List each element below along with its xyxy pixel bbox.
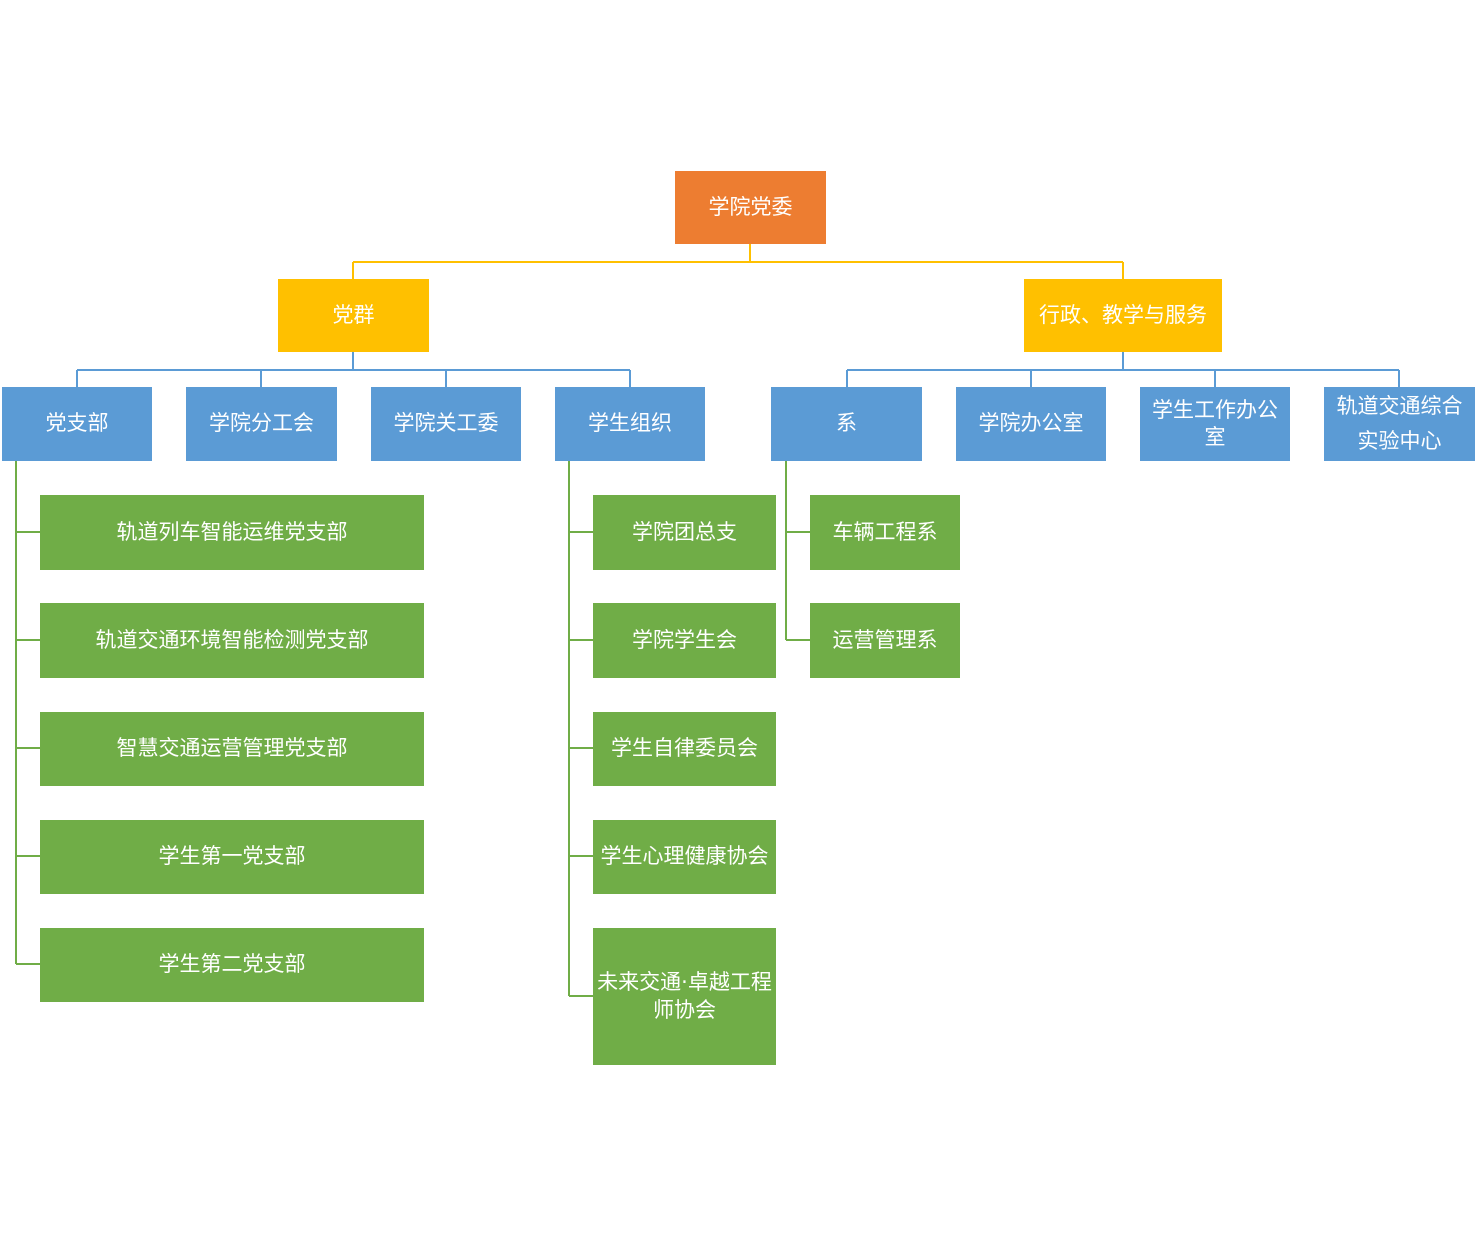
node-branch-student-2: 学生第二党支部 <box>40 928 424 1002</box>
node-future-engineers-association-label: 未来交通·卓越工程 <box>597 970 772 995</box>
node-college-office: 学院办公室 <box>956 387 1106 461</box>
node-branch-student-1: 学生第一党支部 <box>40 820 424 894</box>
node-youth-league: 学院团总支 <box>593 495 776 570</box>
node-student-union: 学院学生会 <box>593 603 776 678</box>
node-branch-smart-transport-label: 智慧交通运营管理党支部 <box>116 736 348 761</box>
node-student-affairs-office-label: 学生工作办公 <box>1152 397 1278 422</box>
node-student-union-label: 学院学生会 <box>632 627 737 652</box>
node-student-organizations: 学生组织 <box>555 387 705 461</box>
node-admin-teaching-service: 行政、教学与服务 <box>1024 279 1222 352</box>
node-mental-health-association: 学生心理健康协会 <box>593 820 776 894</box>
node-labor-union-label: 学院分工会 <box>209 411 314 436</box>
node-branch-student-2-label: 学生第二党支部 <box>158 952 306 977</box>
node-branch-train-maintenance-label: 轨道列车智能运维党支部 <box>116 519 348 544</box>
node-self-discipline-committee-label: 学生自律委员会 <box>611 736 758 761</box>
node-youth-care-committee: 学院关工委 <box>371 387 521 461</box>
node-root-label: 学院党委 <box>708 194 793 219</box>
node-rail-lab-center-label: 轨道交通综合 <box>1336 393 1463 418</box>
node-operations-management: 运营管理系 <box>810 603 960 678</box>
node-vehicle-engineering: 车辆工程系 <box>810 495 960 570</box>
node-operations-management-label: 运营管理系 <box>832 627 938 652</box>
node-youth-care-committee-label: 学院关工委 <box>393 411 499 436</box>
node-student-affairs-office: 学生工作办公 室 <box>1140 387 1290 461</box>
node-rail-lab-center-label-2: 实验中心 <box>1357 429 1442 453</box>
root-connectors <box>352 244 1124 279</box>
node-student-organizations-label: 学生组织 <box>588 411 672 436</box>
node-branch-environment-detection: 轨道交通环境智能检测党支部 <box>40 603 424 678</box>
node-party-branch-label: 党支部 <box>45 411 109 436</box>
node-student-affairs-office-label-2: 室 <box>1204 425 1226 449</box>
node-party-mass: 党群 <box>278 279 429 352</box>
node-rail-lab-center: 轨道交通综合 实验中心 <box>1324 387 1475 461</box>
node-branch-smart-transport: 智慧交通运营管理党支部 <box>40 712 424 786</box>
node-admin-teaching-service-label: 行政、教学与服务 <box>1039 302 1207 327</box>
node-branch-environment-detection-label: 轨道交通环境智能检测党支部 <box>95 627 369 652</box>
level1-connectors <box>76 352 1400 387</box>
node-party-branch: 党支部 <box>2 387 152 461</box>
node-department: 系 <box>771 387 922 461</box>
node-youth-league-label: 学院团总支 <box>632 519 737 544</box>
node-party-mass-label: 党群 <box>332 302 375 327</box>
node-labor-union: 学院分工会 <box>186 387 337 461</box>
node-future-engineers-association-label-2: 师协会 <box>653 997 716 1022</box>
node-branch-student-1-label: 学生第一党支部 <box>158 844 306 869</box>
level2-connectors <box>15 461 810 997</box>
node-root: 学院党委 <box>675 171 826 244</box>
node-branch-train-maintenance: 轨道列车智能运维党支部 <box>40 495 424 570</box>
node-vehicle-engineering-label: 车辆工程系 <box>832 519 938 544</box>
node-future-engineers-association: 未来交通·卓越工程 师协会 <box>593 928 776 1065</box>
node-self-discipline-committee: 学生自律委员会 <box>593 712 776 786</box>
node-department-label: 系 <box>836 411 857 436</box>
node-mental-health-association-label: 学生心理健康协会 <box>600 844 769 869</box>
node-college-office-label: 学院办公室 <box>978 411 1084 436</box>
